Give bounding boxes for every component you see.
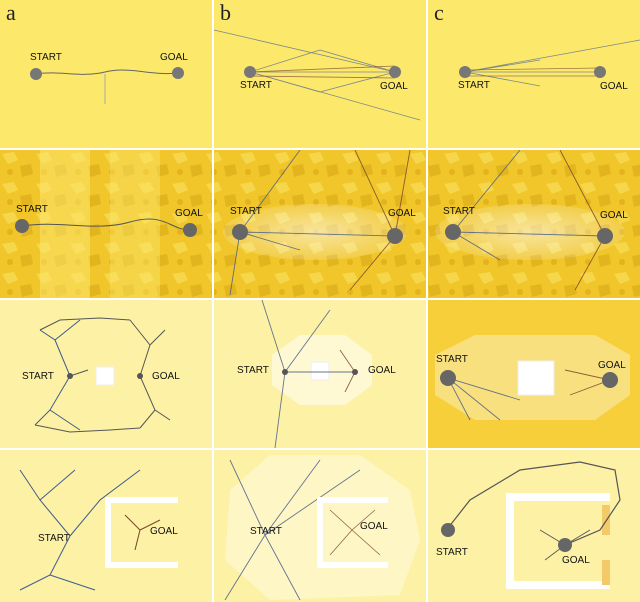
robot-goal xyxy=(558,538,572,552)
panel-label-b: b xyxy=(220,0,231,25)
goal-label: GOAL xyxy=(160,52,188,63)
start-label: START xyxy=(250,526,282,537)
panel-a-row2 xyxy=(0,150,212,298)
goal-label: GOAL xyxy=(175,208,203,219)
panel-b-row3 xyxy=(214,299,426,449)
robot-start xyxy=(440,370,456,386)
robot-goal xyxy=(172,67,184,79)
robot-start xyxy=(15,219,29,233)
robot-goal xyxy=(389,66,401,78)
panel-label-c: c xyxy=(434,0,444,25)
goal-label: GOAL xyxy=(380,81,408,92)
panel-label-a: a xyxy=(6,0,16,25)
panel-b-row1 xyxy=(213,0,426,148)
enclosure-wall xyxy=(506,493,610,589)
start-label: START xyxy=(237,365,269,376)
goal-label: GOAL xyxy=(152,371,180,382)
robot-goal xyxy=(183,223,197,237)
start-label: START xyxy=(240,80,272,91)
obstacle-box xyxy=(95,366,115,386)
robot-start xyxy=(244,66,256,78)
goal-label: GOAL xyxy=(600,81,628,92)
goal-label: GOAL xyxy=(360,521,388,532)
robot-start xyxy=(445,224,461,240)
panel-c-row2 xyxy=(428,149,640,298)
goal-label: GOAL xyxy=(150,526,178,537)
robot-start xyxy=(459,66,471,78)
panel-b-row2 xyxy=(214,149,426,298)
start-label: START xyxy=(22,371,54,382)
start-label: START xyxy=(458,80,490,91)
start-label: START xyxy=(30,52,62,63)
goal-label: GOAL xyxy=(598,360,626,371)
robot-goal xyxy=(387,228,403,244)
panel-a-row4 xyxy=(0,450,212,602)
start-label: START xyxy=(230,206,262,217)
obstacle-box xyxy=(310,361,330,381)
robot-start xyxy=(30,68,42,80)
robot-start xyxy=(441,523,455,537)
robot-start xyxy=(232,224,248,240)
robot-goal xyxy=(597,228,613,244)
enclosure-wall xyxy=(317,497,388,568)
panel-b-row4 xyxy=(214,450,426,602)
panel-c-row3 xyxy=(428,300,640,448)
start-label: START xyxy=(436,354,468,365)
panel-c-row4 xyxy=(428,450,640,602)
start-label: START xyxy=(16,204,48,215)
panel-a-row3 xyxy=(0,300,212,448)
enclosure-wall xyxy=(105,497,178,568)
start-label: START xyxy=(443,206,475,217)
panel-c-row1 xyxy=(428,0,640,148)
obstacle-box xyxy=(517,360,555,396)
robot-goal xyxy=(594,66,606,78)
goal-label: GOAL xyxy=(600,210,628,221)
start-label: START xyxy=(38,533,70,544)
panel-a-row1 xyxy=(0,0,212,148)
goal-label: GOAL xyxy=(388,208,416,219)
start-label: START xyxy=(436,547,468,558)
goal-label: GOAL xyxy=(562,555,590,566)
goal-label: GOAL xyxy=(368,365,396,376)
robot-goal xyxy=(602,372,618,388)
